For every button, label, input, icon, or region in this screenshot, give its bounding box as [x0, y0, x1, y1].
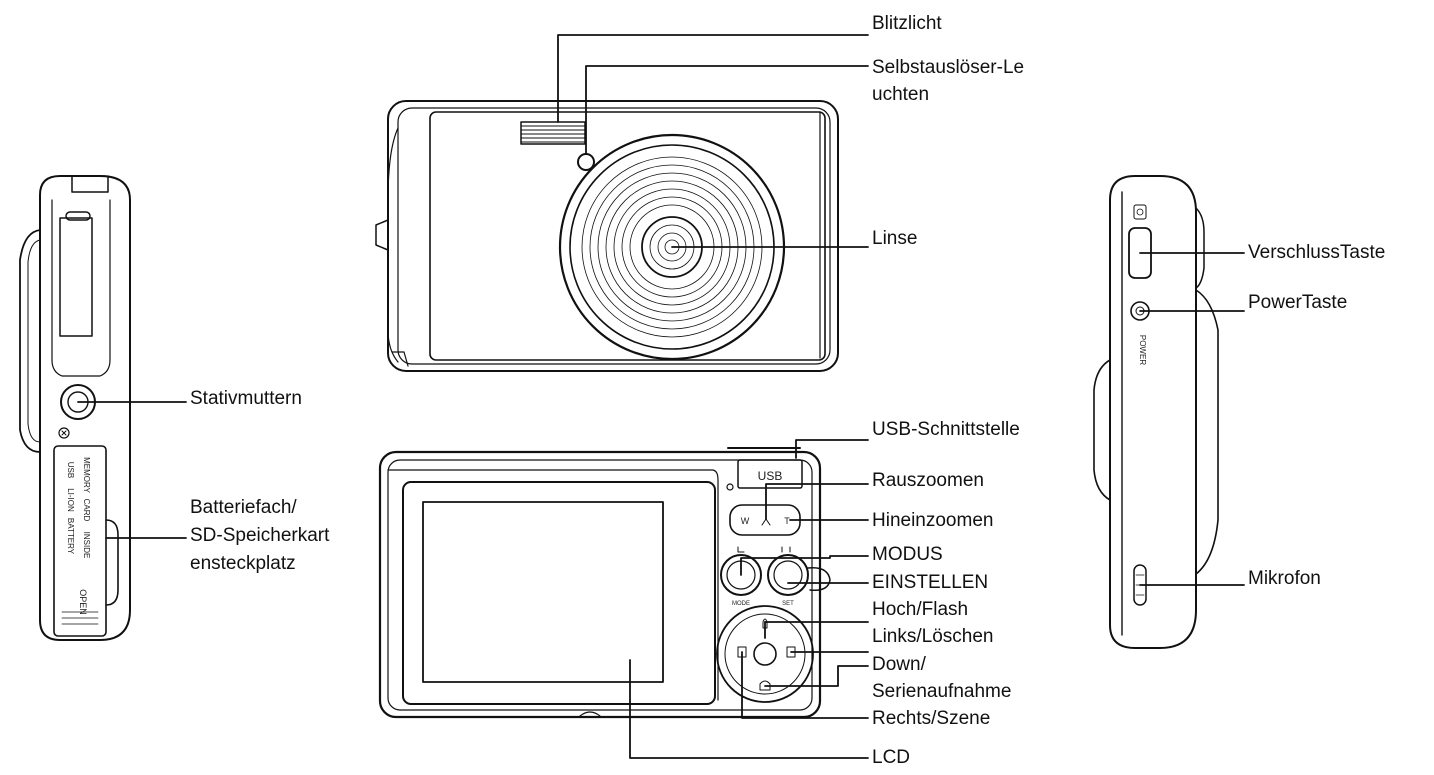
camera-front-view — [375, 100, 839, 372]
svg-text:LI-ION: LI-ION — [66, 488, 75, 512]
label-zoom-out: Rauszoomen — [872, 470, 984, 491]
camera-left-side-view — [19, 175, 131, 641]
svg-text:INSIDE: INSIDE — [82, 532, 91, 559]
flash-window — [520, 121, 586, 145]
label-usb: USB-Schnittstelle — [872, 419, 1020, 440]
label-down-1: Down/ — [872, 654, 926, 675]
svg-text:MEMORY: MEMORY — [82, 457, 91, 494]
label-self-timer-1: Selbstauslöser-Le — [872, 57, 1025, 78]
label-zoom-in: Hineinzoomen — [872, 510, 994, 531]
label-battery-1: Batteriefach/ — [190, 497, 297, 518]
svg-text:OPEN: OPEN — [78, 589, 88, 615]
svg-text:CARD: CARD — [82, 499, 91, 522]
label-battery-2: SD-Speicherkart — [190, 525, 330, 546]
mode-button — [720, 554, 762, 596]
d-pad — [716, 605, 814, 703]
label-shutter: VerschlussTaste — [1248, 242, 1386, 263]
zoom-w-text: W — [741, 516, 750, 526]
set-button-text: SET — [782, 601, 794, 607]
lcd-screen — [402, 481, 716, 705]
label-down-2: Serienaufnahme — [872, 681, 1012, 702]
set-button — [767, 554, 809, 596]
label-self-timer-2: uchten — [872, 84, 930, 105]
usb-port — [737, 459, 803, 489]
usb-port-text: USB — [758, 469, 783, 483]
label-set: EINSTELLEN — [872, 572, 989, 593]
mode-button-text: MODE — [732, 601, 750, 607]
camera-back-view — [378, 447, 831, 719]
zoom-t-text: T — [784, 516, 790, 526]
power-side-text: POWER — [1138, 335, 1147, 365]
label-power: PowerTaste — [1248, 292, 1348, 313]
label-battery-3: ensteckplatz — [190, 553, 296, 574]
battery-door-text: USB LI-ION BATTERY MEMORY CARD INSIDE OP… — [66, 457, 91, 615]
leader-lines — [77, 34, 1245, 759]
label-mode: MODUS — [872, 544, 943, 565]
label-tripod: Stativmuttern — [190, 388, 302, 409]
label-up: Hoch/Flash — [872, 599, 969, 620]
label-mic: Mikrofon — [1248, 568, 1321, 589]
battery-door — [53, 445, 107, 637]
label-left: Links/Löschen — [872, 626, 994, 647]
svg-text:BATTERY: BATTERY — [66, 518, 75, 555]
svg-text:USB: USB — [66, 462, 75, 478]
label-right: Rechts/Szene — [872, 708, 991, 729]
label-flash: Blitzlicht — [872, 13, 942, 34]
d-pad-center — [753, 642, 777, 666]
label-lcd: LCD — [872, 747, 911, 768]
label-lens: Linse — [872, 228, 918, 249]
camera-right-side-view — [1093, 175, 1219, 649]
